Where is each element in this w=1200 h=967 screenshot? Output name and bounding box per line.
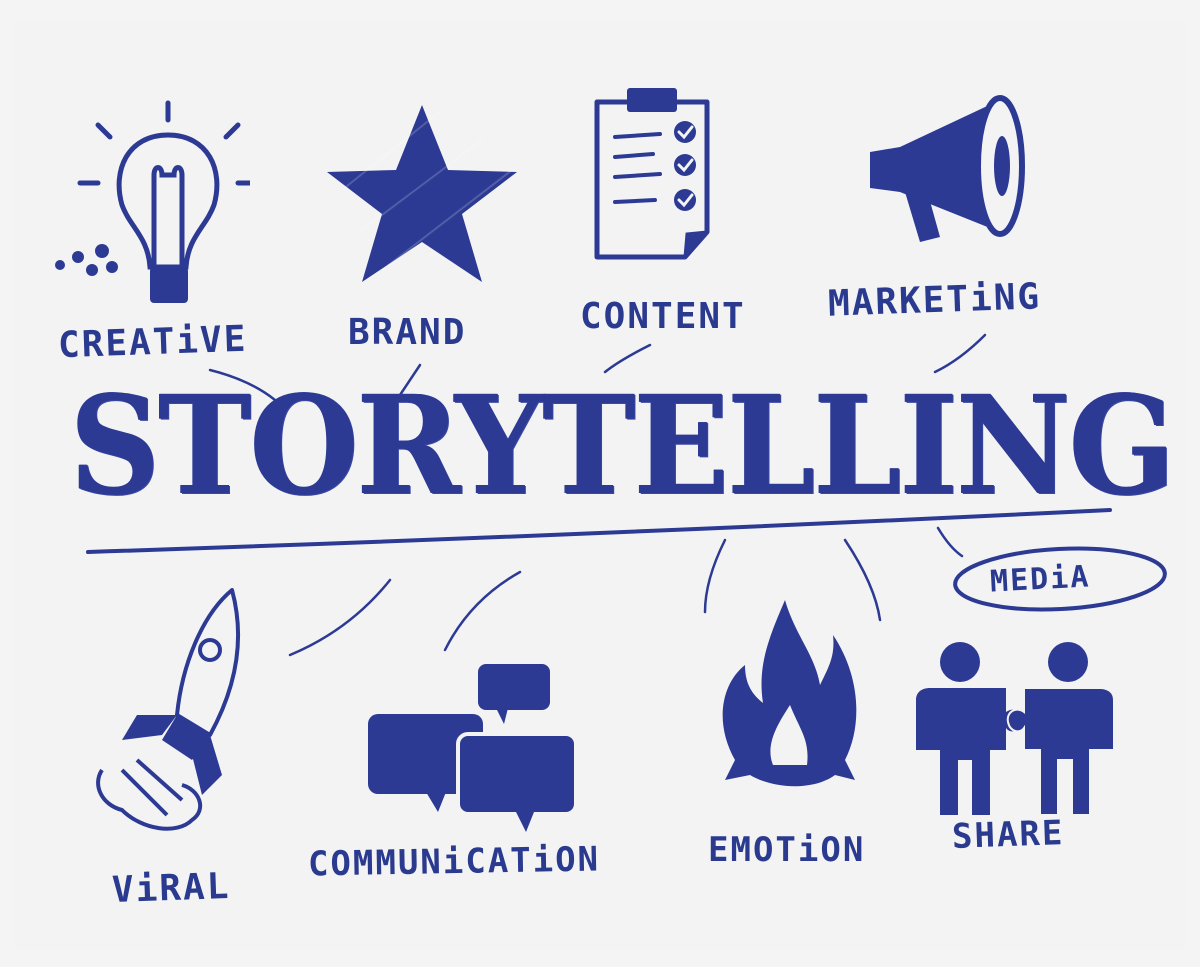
media-ellipse bbox=[953, 546, 1167, 612]
connector-creative bbox=[208, 368, 277, 402]
label-communication: COMMUNiCATiON bbox=[307, 839, 601, 885]
connector-brand bbox=[398, 363, 422, 397]
lightbulb-icon bbox=[55, 100, 250, 303]
star-icon bbox=[327, 105, 517, 282]
clipboard-icon bbox=[594, 88, 710, 260]
rocket-icon bbox=[96, 588, 240, 831]
label-emotion: EMOTiON bbox=[708, 830, 866, 870]
label-brand: BRAND bbox=[348, 312, 467, 353]
label-content: CONTENT bbox=[580, 296, 746, 337]
label-creative: CREATiVE bbox=[57, 318, 249, 367]
storytelling-title: STORYTELLING bbox=[70, 366, 1176, 526]
title-underline bbox=[86, 508, 1112, 554]
label-media: MEDiA bbox=[989, 559, 1092, 600]
connector-media bbox=[936, 526, 964, 558]
label-share: SHARE bbox=[951, 813, 1066, 857]
connector-emotion-left bbox=[703, 538, 727, 614]
label-viral: ViRAL bbox=[111, 865, 232, 912]
people-puzzle-icon bbox=[916, 642, 1115, 816]
megaphone-icon bbox=[870, 95, 1025, 242]
connector-marketing bbox=[933, 333, 987, 374]
label-marketing: MARKETiNG bbox=[827, 276, 1042, 325]
flame-icon bbox=[722, 600, 857, 787]
connector-content bbox=[603, 343, 652, 374]
speech-bubbles-icon bbox=[368, 664, 578, 832]
connector-emotion-right bbox=[843, 538, 882, 622]
connector-viral bbox=[288, 578, 392, 657]
connector-communication bbox=[443, 570, 522, 652]
